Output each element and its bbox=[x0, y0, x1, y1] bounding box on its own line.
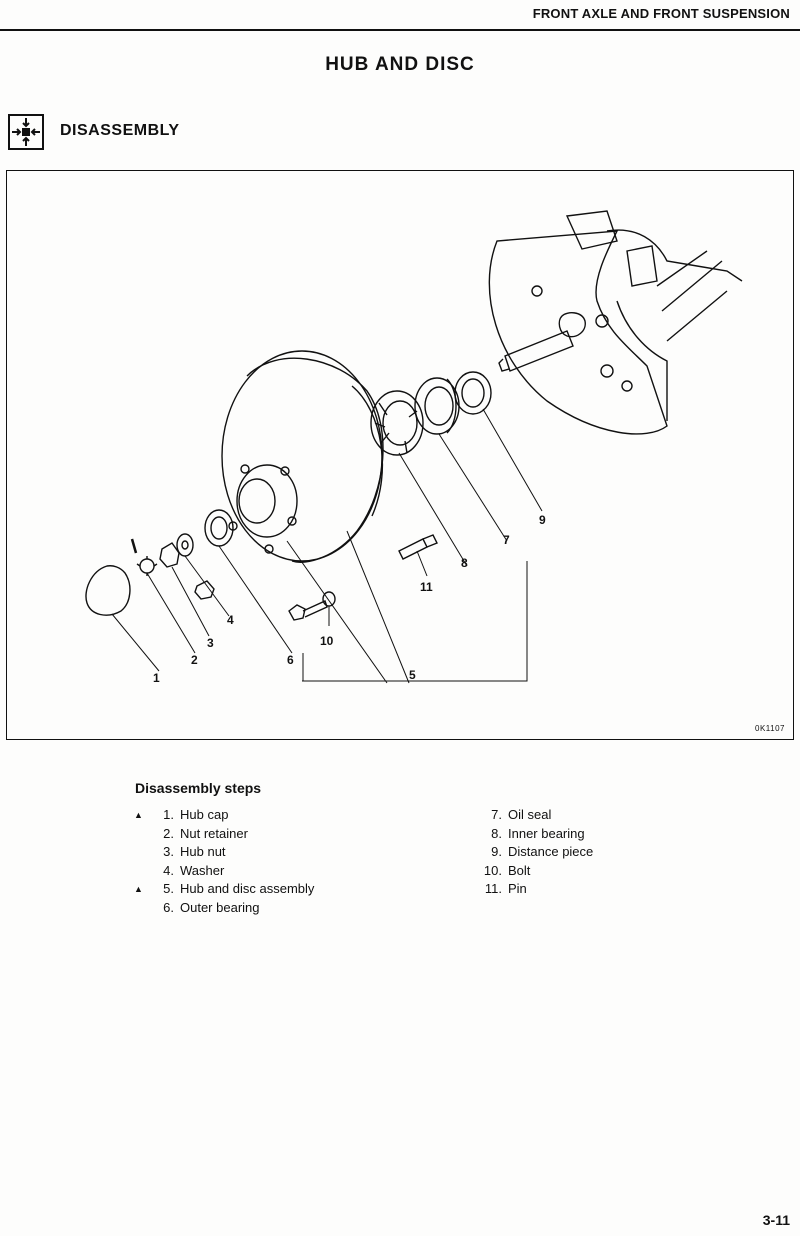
steps-list-right: 7.Oil seal 8.Inner bearing 9.Distance pi… bbox=[480, 806, 593, 899]
figure-code: 0K1107 bbox=[755, 724, 785, 733]
steps-heading: Disassembly steps bbox=[135, 780, 262, 796]
page-title: HUB AND DISC bbox=[325, 54, 475, 75]
step-item: 4.Washer bbox=[163, 862, 225, 878]
warning-triangle-icon: ▲ bbox=[134, 884, 143, 894]
nut-retainer bbox=[130, 538, 158, 576]
hub bbox=[228, 464, 298, 554]
callout-3: 3 bbox=[207, 636, 214, 650]
step-item: 3.Hub nut bbox=[163, 844, 226, 859]
subsection-title: DISASSEMBLY bbox=[60, 122, 180, 139]
leader-lines bbox=[111, 408, 543, 684]
step-item: 6.Outer bearing bbox=[163, 899, 260, 915]
distance-piece bbox=[454, 371, 492, 415]
exploded-diagram: 1 2 3 4 5 6 7 8 9 10 11 0K1107 bbox=[6, 170, 794, 740]
callout-4: 4 bbox=[227, 613, 234, 627]
callout-7: 7 bbox=[503, 533, 510, 547]
header-rule bbox=[0, 29, 800, 31]
callout-1: 1 bbox=[153, 671, 160, 685]
hub-cap bbox=[85, 565, 131, 616]
oil-seal bbox=[414, 377, 460, 435]
callout-6: 6 bbox=[287, 653, 294, 667]
step-label: Pin bbox=[508, 881, 527, 896]
steps-list-left: ▲1.Hub cap 2.Nut retainer 3.Hub nut 4.Wa… bbox=[134, 806, 315, 917]
callout-labels: 1 2 3 4 5 6 7 8 9 10 11 bbox=[153, 513, 546, 685]
brake-disc bbox=[221, 350, 384, 563]
step-item: 9.Distance piece bbox=[491, 844, 594, 859]
callout-8: 8 bbox=[461, 556, 468, 570]
page-number: 3-11 bbox=[762, 1212, 790, 1228]
step-label: Hub and disc assembly bbox=[180, 881, 315, 896]
inner-bearing bbox=[370, 390, 424, 456]
callout-11: 11 bbox=[420, 580, 433, 594]
step-item: 11.Pin bbox=[484, 881, 527, 896]
pin bbox=[398, 534, 438, 560]
step-label: Nut retainer bbox=[180, 825, 248, 841]
hub-nut bbox=[159, 542, 180, 568]
section-header: FRONT AXLE AND FRONT SUSPENSION bbox=[532, 6, 790, 21]
bolt bbox=[288, 591, 336, 621]
step-label: Washer bbox=[180, 862, 225, 878]
step-label: Bolt bbox=[508, 862, 531, 878]
step-item: ▲1.Hub cap bbox=[134, 806, 314, 825]
steering-knuckle bbox=[488, 210, 743, 435]
step-item: 2.Nut retainer bbox=[163, 825, 248, 841]
step-label: Inner bearing bbox=[508, 825, 585, 841]
step-item: 7.Oil seal bbox=[491, 807, 552, 822]
step-item: ▲5.Hub and disc assembly bbox=[134, 880, 315, 899]
step-label: Outer bearing bbox=[180, 899, 260, 915]
warning-triangle-icon: ▲ bbox=[134, 810, 143, 820]
callout-9: 9 bbox=[539, 513, 546, 527]
disassembly-arrows-icon bbox=[8, 114, 44, 150]
step-label: Oil seal bbox=[508, 807, 552, 822]
step-label: Hub nut bbox=[180, 844, 226, 859]
callout-10: 10 bbox=[320, 634, 334, 648]
step-item: 10.Bolt bbox=[483, 862, 531, 878]
step-label: Distance piece bbox=[508, 844, 594, 859]
callout-2: 2 bbox=[191, 653, 198, 667]
step-item: 8.Inner bearing bbox=[491, 825, 585, 841]
step-label: Hub cap bbox=[180, 807, 229, 822]
callout-5: 5 bbox=[409, 668, 416, 682]
